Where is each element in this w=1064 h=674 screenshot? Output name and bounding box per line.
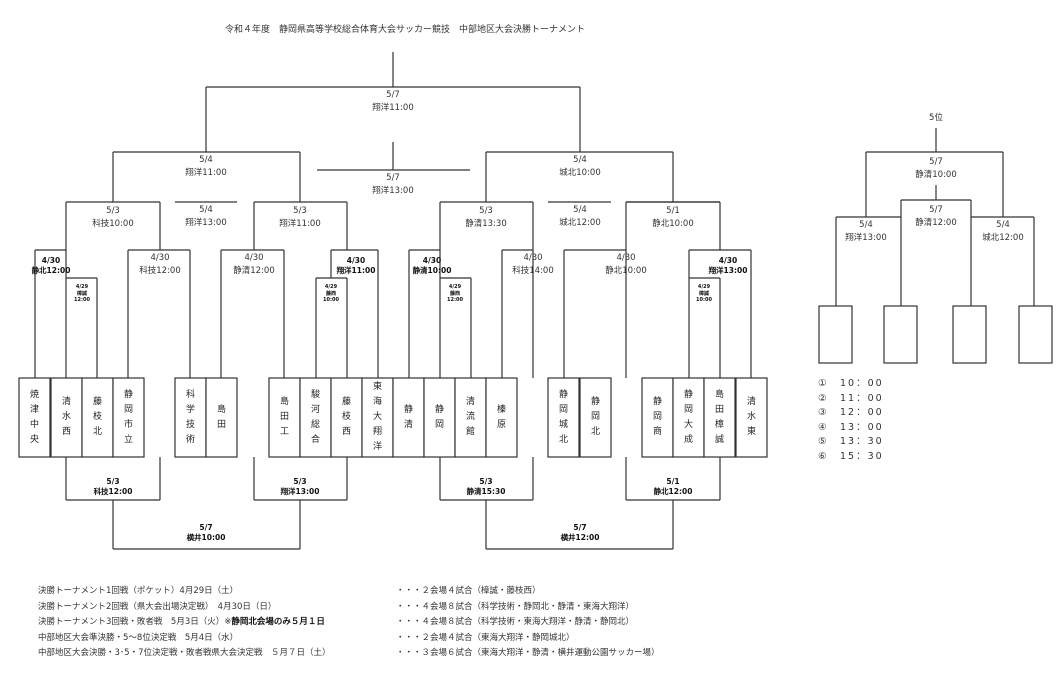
note-line: 決勝トーナメント2回戦（県大会出場決定戦） 4月30日（日） xyxy=(38,601,277,612)
venue-line: ・・・２会場４試合（樟誠・藤枝西） xyxy=(396,586,541,596)
team-box xyxy=(299,377,332,458)
team-name: 静岡城北 xyxy=(558,389,568,445)
team-box xyxy=(112,377,145,458)
team-box xyxy=(423,377,456,458)
team-box xyxy=(1018,305,1053,364)
team-name: 清水西 xyxy=(61,397,71,437)
schedule-notes: 決勝トーナメント1回戦（ポケット）4月29日（土） 決勝トーナメント2回戦（県大… xyxy=(38,584,330,662)
team-name: 藤枝西 xyxy=(341,397,351,437)
team-box xyxy=(818,305,853,364)
team-name: 島田 xyxy=(216,404,226,430)
time-legend-item: ⑤ 13：30 xyxy=(818,436,884,448)
fifth-place-title: 5位 xyxy=(929,113,943,123)
team-box xyxy=(361,377,394,458)
time-legend: ① 10：00 ② 11：00 ③ 12：00 ④ 13：00 ⑤ 13：30 … xyxy=(818,377,884,465)
team-box xyxy=(18,377,51,458)
time-legend-item: ⑥ 15：30 xyxy=(818,450,884,462)
team-box xyxy=(50,377,83,458)
note-emphasis: 静岡北会場のみ５月１日 xyxy=(231,617,325,628)
note-line: 中部地区大会準決勝・5～8位決定戦 5月4日（水） xyxy=(38,632,239,643)
team-name: 榛原 xyxy=(496,404,506,430)
venue-line: ・・・４会場８試合（科学技術・東海大翔洋・静清・静岡北） xyxy=(396,617,635,628)
team-box xyxy=(454,377,487,458)
page-title: 令和４年度 静岡県高等学校総合体育大会サッカー競技 中部地区大会決勝トーナメント xyxy=(224,25,586,35)
team-name: 島田樟誠 xyxy=(714,389,724,445)
team-box xyxy=(579,377,612,458)
team-name: 科学技術 xyxy=(185,389,195,445)
team-name: 静岡 xyxy=(434,404,444,430)
team-name: 静岡北 xyxy=(590,397,600,437)
team-name: 静岡市立 xyxy=(123,389,133,445)
team-box xyxy=(547,377,580,458)
time-legend-item: ① 10：00 xyxy=(818,378,884,389)
time-legend-item: ④ 13：00 xyxy=(818,421,884,433)
note-line: 中部地区大会決勝・3･5・7位決定戦・敗者戦県大会決定戦 ５月７日（土） xyxy=(38,648,331,659)
team-box xyxy=(641,377,674,458)
venue-line: ・・・３会場６試合（東海大翔洋・静清・横井運動公園サッカー場） xyxy=(396,648,660,659)
team-box xyxy=(268,377,301,458)
team-name: 清流館 xyxy=(465,397,475,437)
team-name: 静清 xyxy=(403,404,413,430)
venue-notes: ・・・２会場４試合（樟誠・藤枝西） ・・・４会場８試合（科学技術・静岡北・静清・… xyxy=(396,584,660,662)
team-name: 藤枝北 xyxy=(92,397,102,437)
venue-line: ・・・４会場８試合（科学技術・静岡北・静清・東海大翔洋） xyxy=(396,601,635,612)
team-name: 駿河総合 xyxy=(310,389,320,445)
team-box xyxy=(735,377,768,458)
time-legend-item: ③ 12：00 xyxy=(818,407,884,419)
note-line: 決勝トーナメント1回戦（ポケット）4月29日（土） xyxy=(38,586,239,596)
team-box xyxy=(883,305,918,364)
team-box xyxy=(205,377,238,458)
team-name: 清水東 xyxy=(746,397,756,437)
note-line: 決勝トーナメント3回戦・敗者戦 5月3日（火）※静岡北会場のみ５月１日 xyxy=(38,617,325,628)
team-box xyxy=(672,377,705,458)
venue-line: ・・・２会場４試合（東海大翔洋・静岡城北） xyxy=(396,632,575,643)
team-name: 静岡商 xyxy=(652,397,662,437)
team-box xyxy=(703,377,736,458)
team-box xyxy=(952,305,987,364)
time-legend-item: ② 11：00 xyxy=(818,392,884,404)
team-name: 静岡大成 xyxy=(683,389,693,445)
team-name: 島田工 xyxy=(279,397,289,437)
team-name: 焼津中央 xyxy=(29,389,39,445)
team-box xyxy=(174,377,207,458)
team-name: 東海大翔洋 xyxy=(372,382,382,452)
